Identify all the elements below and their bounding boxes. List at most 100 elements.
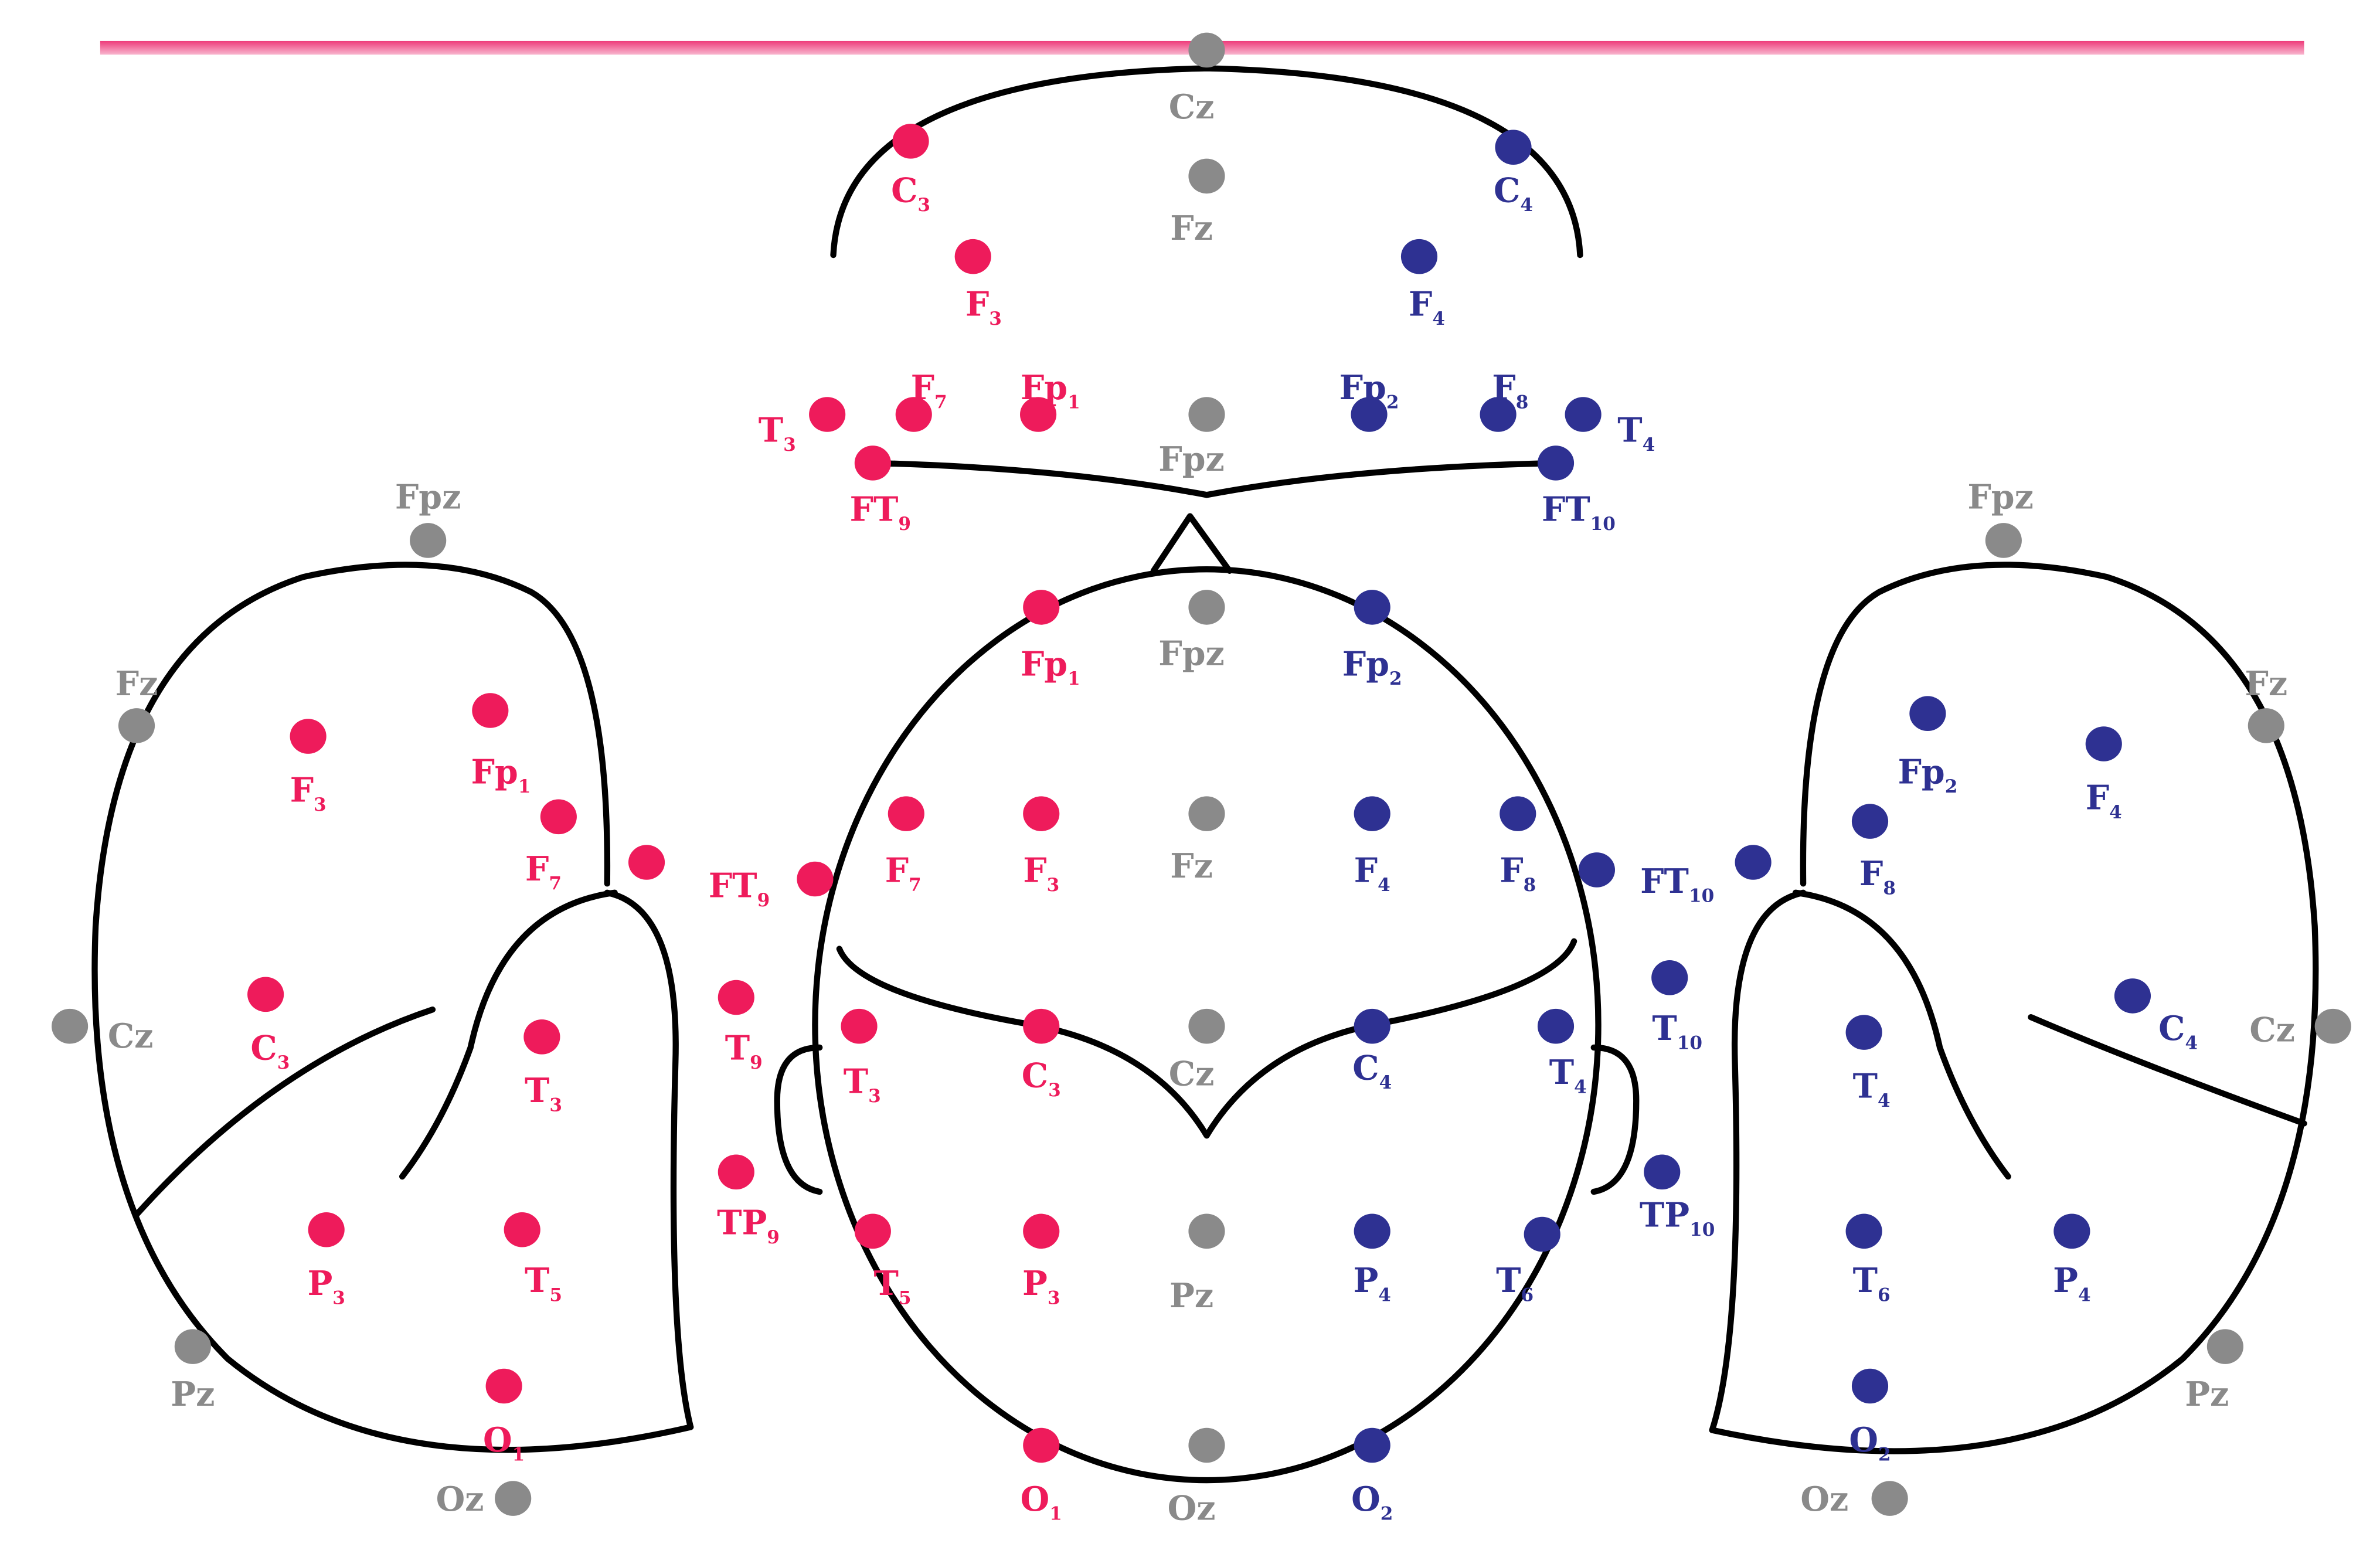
electrode-label: C3 (250, 1029, 290, 1074)
electrode-dot (1851, 1368, 1889, 1404)
electrode-label: Oz (436, 1480, 484, 1519)
electrode-label-base: P (307, 1264, 332, 1303)
electrode-dot (1023, 1427, 1060, 1463)
electrode-label-base: T (873, 1264, 898, 1303)
electrode-label-subscript: 1 (1049, 1503, 1062, 1524)
electrode-label-base: F (1500, 852, 1523, 890)
electrode-dot (1985, 523, 2022, 558)
electrode-label-base: T (844, 1063, 868, 1101)
electrode-label-subscript: 2 (1386, 392, 1399, 413)
electrode-dot (809, 397, 846, 432)
electrode-label-base: F (911, 369, 934, 407)
electrode-label-base: C (1494, 171, 1520, 210)
electrode-label: P3 (1022, 1264, 1060, 1309)
electrode-dot (1845, 1015, 1882, 1050)
electrode-dot (1565, 397, 1602, 432)
electrode-label-subscript: 4 (1643, 434, 1655, 455)
electrode-label-base: C (250, 1029, 277, 1068)
electrode-dot (2085, 726, 2122, 761)
electrode-label-base: Pz (2185, 1375, 2229, 1414)
electrode-label-subscript: 10 (1689, 1219, 1715, 1240)
electrode-label-base: F (290, 771, 314, 810)
electrode-dot (1845, 1213, 1882, 1249)
electrode-dot (1023, 1008, 1060, 1044)
electrode-dot (1871, 1481, 1908, 1516)
electrode-label-subscript: 4 (1878, 1090, 1891, 1111)
electrode-label-base: Cz (1169, 1055, 1215, 1094)
electrode-label-base: F (525, 850, 549, 889)
electrode-dot (718, 1154, 754, 1190)
electrode-label-subscript: 3 (277, 1052, 290, 1073)
electrode-label: Pz (1169, 1277, 1213, 1315)
electrode-label-subscript: 8 (1516, 392, 1529, 413)
electrode-label: F4 (1409, 285, 1445, 330)
electrode-label-base: C (1352, 1049, 1379, 1087)
electrode-label-base: Fp (1021, 645, 1067, 684)
electrode-label-base: TP (1640, 1196, 1689, 1235)
electrode-label-base: Oz (436, 1480, 484, 1519)
electrode-dot (495, 1481, 532, 1516)
electrode-dot (1188, 590, 1225, 625)
electrode-label-subscript: 3 (783, 434, 796, 455)
electrode-label-base: FT (1542, 490, 1590, 529)
electrode-label-subscript: 3 (549, 1095, 562, 1116)
electrode-label-base: Fpz (1967, 478, 2034, 517)
electrode-dot (841, 1008, 878, 1044)
electrode-label-subscript: 3 (314, 794, 327, 815)
electrode-label-subscript: 3 (332, 1288, 345, 1309)
electrode-label: Fz (115, 665, 158, 703)
electrode-label-subscript: 3 (1048, 1080, 1061, 1101)
electrode-dot (1188, 1427, 1225, 1463)
electrode-label-base: Fp (1339, 369, 1386, 407)
electrode-label-subscript: 8 (1524, 875, 1536, 896)
electrode-label-subscript: 9 (767, 1227, 780, 1248)
electrode-label-base: F (1492, 369, 1515, 407)
electrode-dot (1188, 397, 1225, 432)
electrode-label-base: T (1853, 1067, 1878, 1106)
electrode-label: Fp2 (1339, 369, 1399, 413)
electrode-label-base: O (483, 1421, 512, 1460)
electrode-label: C3 (891, 171, 930, 216)
electrode-label: Oz (1168, 1489, 1216, 1528)
electrode-label-subscript: 1 (512, 1444, 525, 1465)
electrode-dot (854, 446, 891, 481)
electrode-label-base: Fz (115, 665, 158, 703)
electrode-label-subscript: 5 (899, 1288, 912, 1309)
electrode-label-base: F (1409, 285, 1432, 324)
electrode-label-base: C (1022, 1056, 1048, 1095)
electrode-label-subscript: 4 (2078, 1284, 2091, 1305)
electrode-label-base: Pz (171, 1375, 215, 1414)
electrode-label: F7 (885, 852, 922, 896)
electrode-label-base: Fz (1170, 209, 1213, 248)
electrode-label: F3 (1023, 852, 1059, 896)
electrode-label: Cz (2249, 1011, 2295, 1050)
electrode-dot (2114, 978, 2151, 1014)
electrode-label-base: Cz (108, 1017, 154, 1056)
electrode-label-base: Fz (2245, 665, 2287, 703)
electrode-label-base: Fz (1170, 847, 1213, 886)
electrode-label-base: T (1617, 412, 1642, 450)
electrode-label: Cz (108, 1017, 154, 1056)
electrode-label: O2 (1849, 1421, 1891, 1466)
electrode-label-base: T (1652, 1009, 1677, 1048)
electrode-label-base: T (1853, 1262, 1878, 1300)
electrode-dot (504, 1212, 540, 1247)
electrode-dot (472, 693, 509, 728)
coronal-head-outline (830, 65, 1583, 574)
electrode-label-base: P (1353, 1262, 1378, 1300)
electrode-label-subscript: 9 (750, 1052, 763, 1073)
electrode-dot (895, 397, 932, 432)
electrode-label: O1 (483, 1421, 525, 1466)
electrode-label: F8 (1859, 855, 1896, 899)
electrode-label-subscript: 4 (2109, 802, 2122, 823)
electrode-label-base: Fp (1342, 645, 1389, 684)
electrode-label-base: T (759, 412, 783, 450)
electrode-dot (1351, 397, 1388, 432)
electrode-label-base: FT (850, 490, 899, 529)
electrode-label-base: Oz (1800, 1480, 1848, 1519)
electrode-dot (1524, 1216, 1560, 1252)
electrode-dot (1537, 446, 1575, 481)
